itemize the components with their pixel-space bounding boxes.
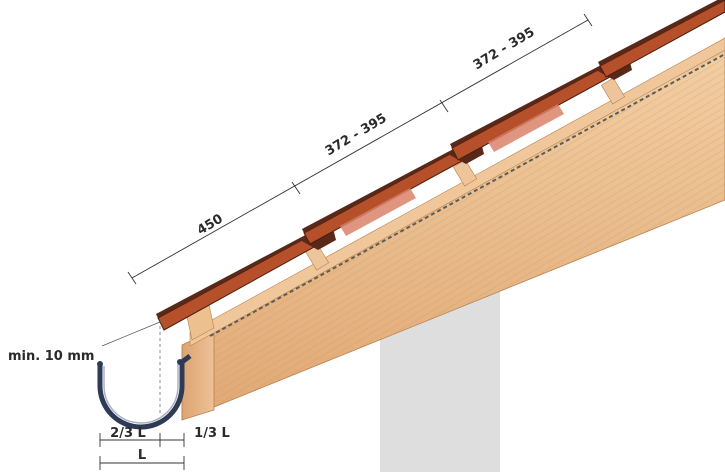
gutter-bracket: [97, 354, 192, 430]
fascia-board: [181, 329, 215, 421]
gutter: [103, 364, 179, 424]
dim-batten-gauge-2: 372 - 395: [471, 25, 538, 73]
dim-one-third-l: 1/3 L: [194, 426, 230, 441]
dim-gutter-width: L: [138, 448, 146, 463]
batten-3: [600, 77, 626, 105]
dim-first-batten: 450: [195, 212, 226, 239]
gutter-dimension-lines: [99, 433, 185, 470]
slope-dimension-line: [127, 13, 593, 285]
roof-tiles: [156, 0, 725, 331]
counter-batten: [189, 37, 725, 347]
batten-2: [452, 159, 478, 187]
dim-min-clearance: min. 10 mm: [8, 349, 94, 364]
dim-batten-gauge-1: 372 - 395: [323, 111, 390, 159]
min-clearance-line: [101, 321, 161, 347]
dim-two-thirds-l: 2/3 L: [110, 426, 146, 441]
